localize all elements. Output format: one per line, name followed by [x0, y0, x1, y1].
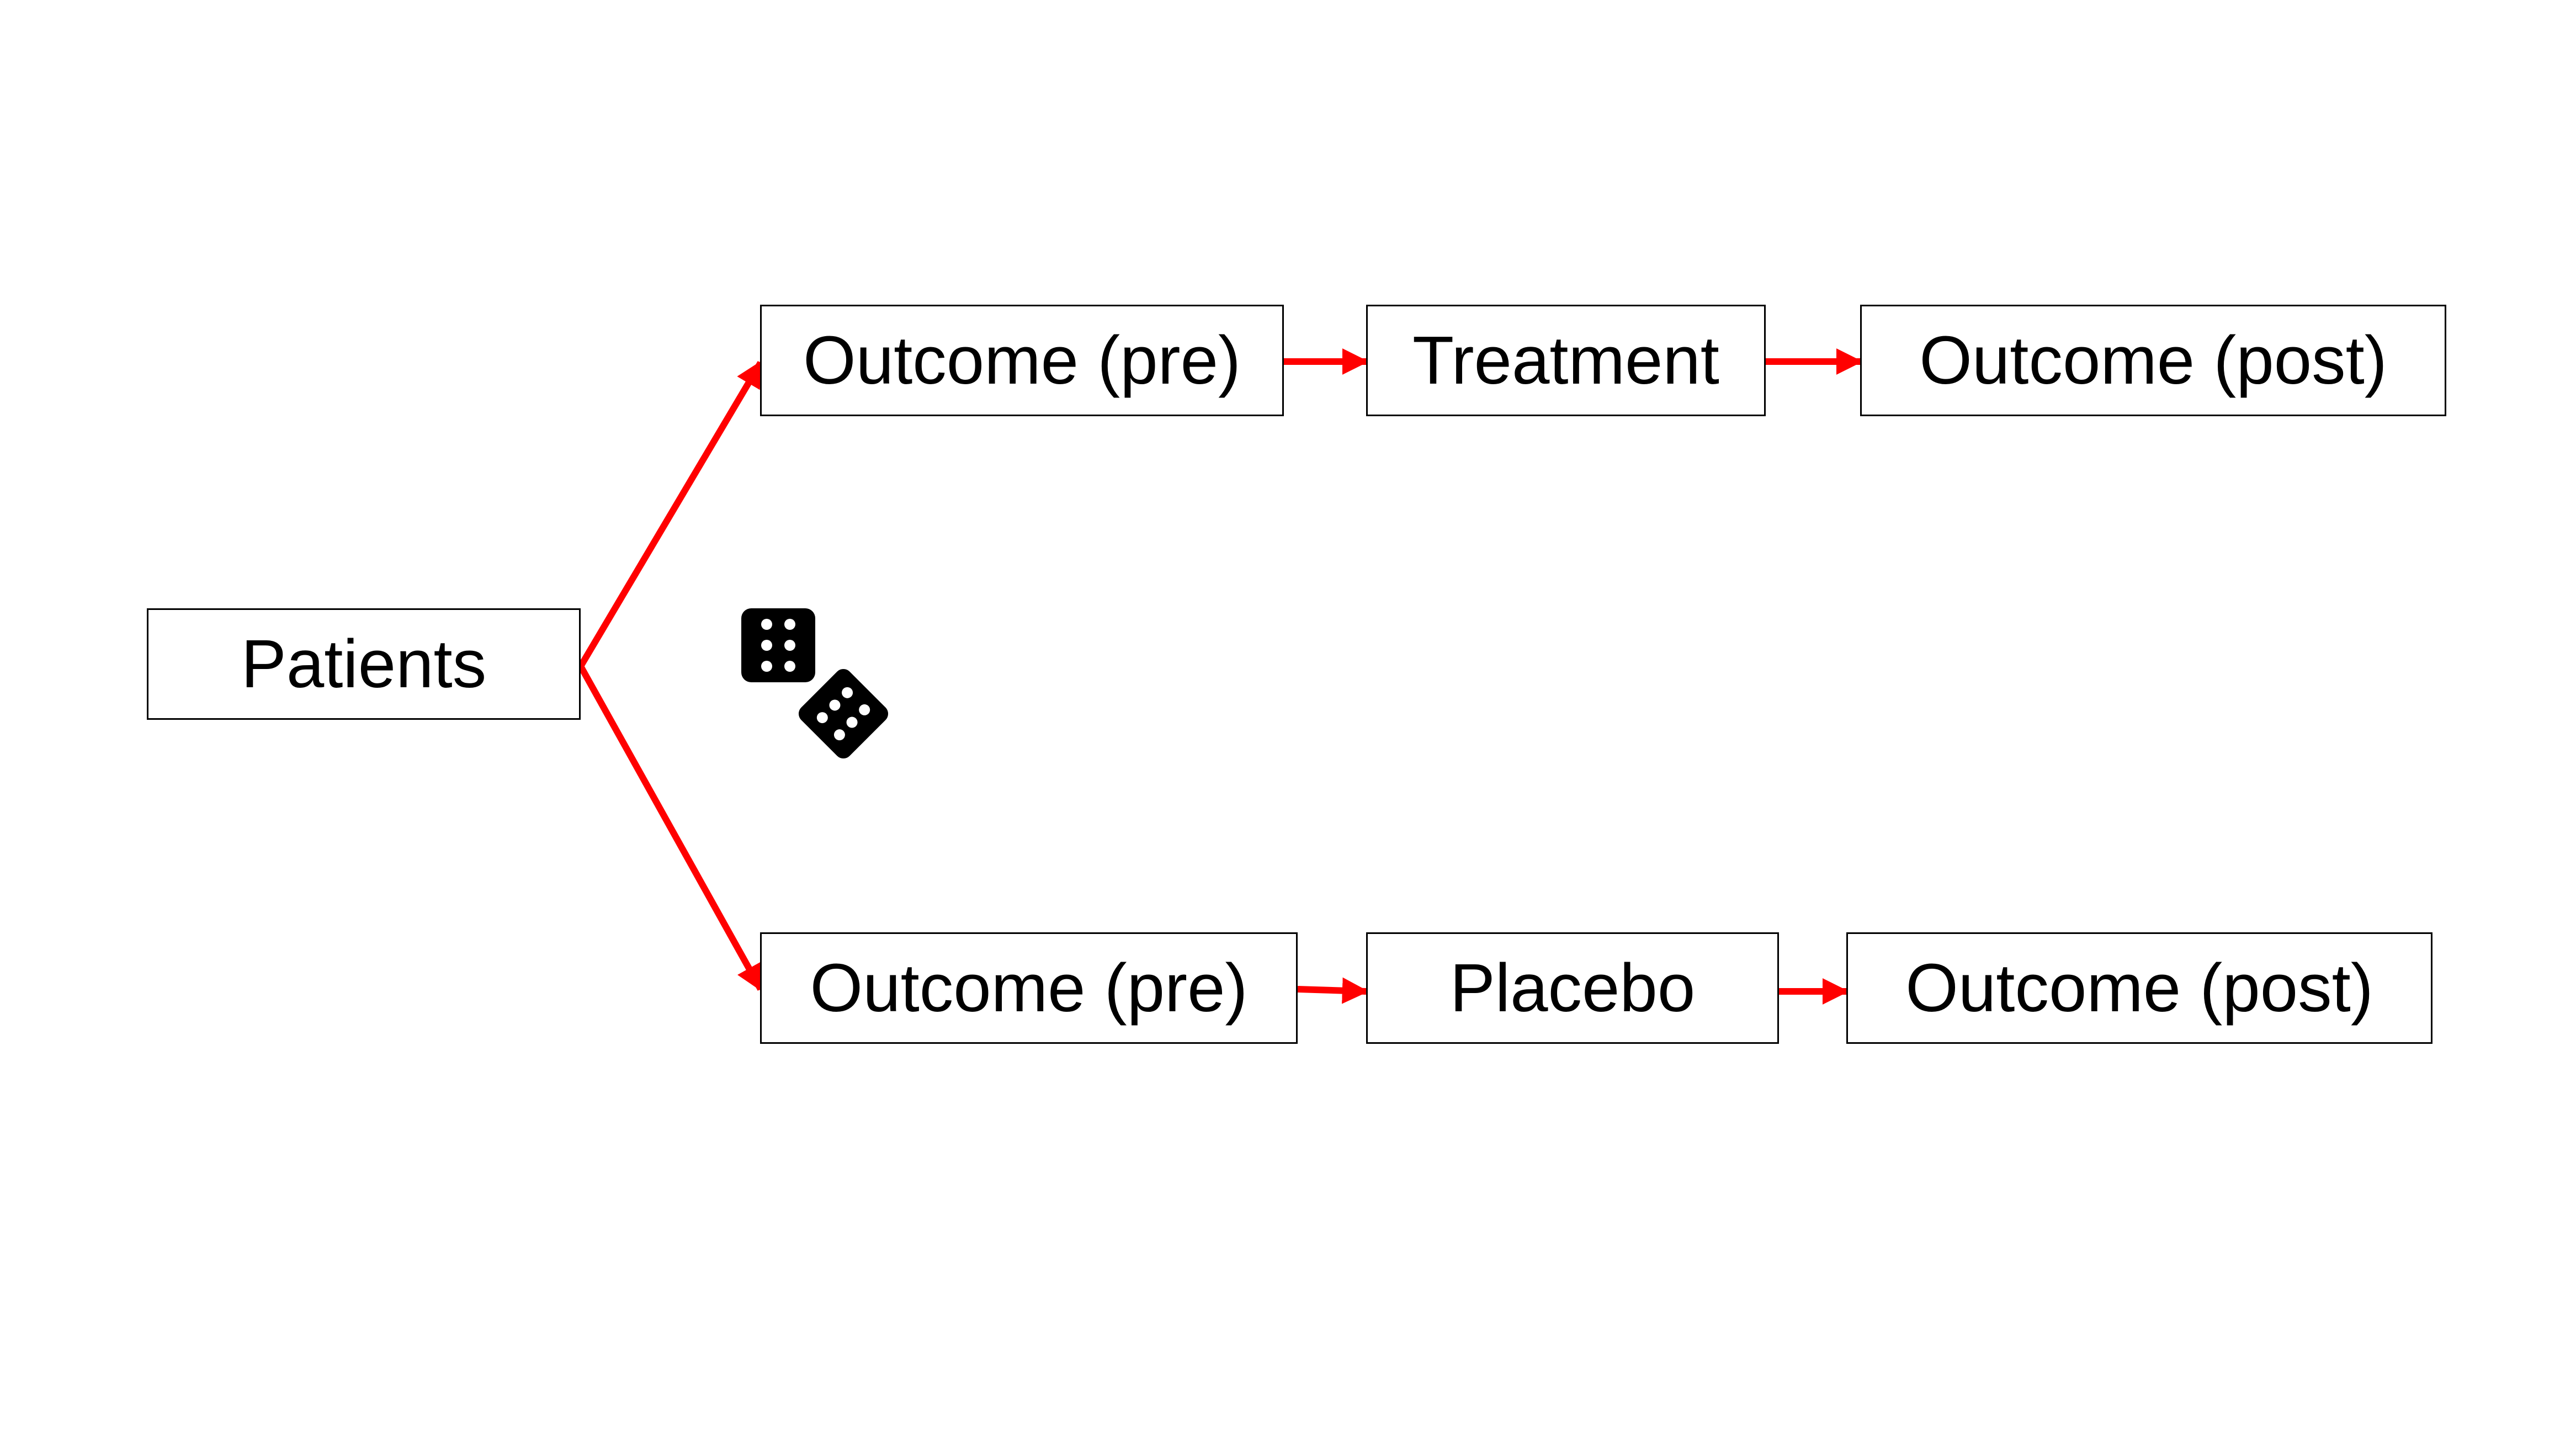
- die-front: [741, 608, 815, 682]
- treatment-box: Treatment: [1366, 305, 1766, 416]
- arrow-patients-to-top-pre: [577, 360, 764, 668]
- arrow-patients-to-bottom-pre: [577, 665, 764, 992]
- die-tilted: [798, 668, 889, 759]
- patients-box: Patients: [147, 608, 581, 720]
- placebo-box: Placebo: [1366, 932, 1779, 1044]
- top-outcome-pre-box: Outcome (pre): [760, 305, 1284, 416]
- arrow-bottom-pre-to-placebo: [1297, 977, 1369, 1004]
- bottom-outcome-pre-box: Outcome (pre): [760, 932, 1298, 1044]
- top-outcome-post-box: Outcome (post): [1860, 305, 2446, 416]
- dice-icon: [741, 608, 889, 759]
- bottom-outcome-post-box: Outcome (post): [1846, 932, 2432, 1044]
